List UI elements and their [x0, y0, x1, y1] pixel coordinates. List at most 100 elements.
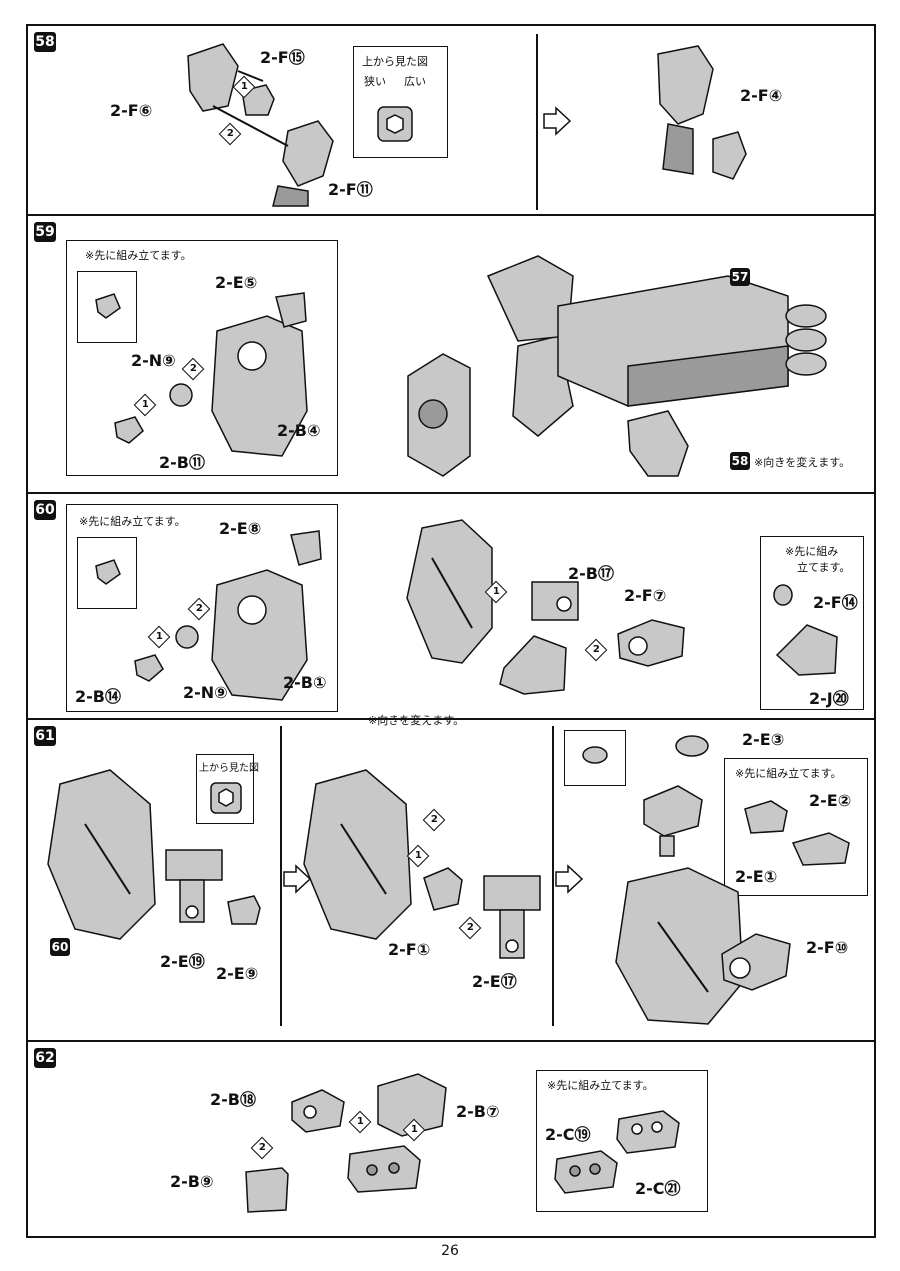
- frame-part: [377, 1073, 447, 1137]
- order-marker-2: 2: [181, 357, 205, 381]
- arm-part-result: [657, 45, 747, 180]
- block-part: [643, 785, 703, 857]
- leg-frame-part: [406, 519, 493, 664]
- sub-assembly-box: ※先に組み 立てます。 2-F⑭ 2-J⑳: [760, 536, 864, 710]
- step-number: 60: [34, 500, 56, 520]
- step-62: 62 1 1 2 2-B⑱ 2-B⑦ 2-B⑨ ※先に組み立てます。: [28, 1042, 874, 1236]
- instruction-sheet: 58 1 2 2-F⑮ 2-F⑥ 2-F⑪ 上から見た図 狭い 広い: [26, 24, 876, 1238]
- inset-title: 上から見た図: [362, 55, 428, 68]
- part-label: 2-N⑨: [131, 351, 176, 370]
- pre-assembly-note: ※先に組み立てます。: [735, 767, 842, 780]
- part-label: 2-E⑰: [472, 972, 517, 991]
- part-label: 2-B⑰: [568, 564, 614, 583]
- leg-assembly: [615, 867, 744, 1025]
- plate-part: [616, 1110, 680, 1154]
- ball-part: [175, 625, 199, 649]
- divider: [552, 726, 554, 1026]
- arm-part-assembly: [187, 43, 334, 207]
- part-label: 2-E③: [742, 730, 785, 749]
- wide-label: 広い: [404, 75, 426, 88]
- mount-part: [291, 1089, 345, 1133]
- top-view-inset: 上から見た図: [196, 754, 259, 824]
- small-cylinder-part: [773, 584, 793, 606]
- peg-part: [275, 292, 307, 328]
- shoulder-part: [211, 315, 308, 457]
- part-label: 2-B①: [283, 673, 327, 692]
- part-label: 2-E⑲: [160, 952, 205, 971]
- part-label: 2-F⑩: [806, 938, 849, 957]
- detail-inset: [77, 537, 137, 609]
- shoulder-part: [211, 569, 308, 701]
- part-label: 2-F①: [388, 940, 431, 959]
- part-label: 2-F⑥: [110, 101, 153, 120]
- leg-assembly: [303, 769, 412, 940]
- step-reference-57: 57: [730, 268, 750, 286]
- step-61: 61 60 2-E⑲ 2-E⑨ 上から見た図: [28, 720, 874, 1042]
- ball-part: [169, 383, 193, 407]
- step-reference-60: 60: [50, 938, 70, 956]
- order-marker-2: 2: [422, 808, 446, 832]
- next-arrow-icon: [283, 864, 312, 894]
- part-label: 2-B⑨: [170, 1172, 214, 1191]
- peg-part: [290, 530, 322, 566]
- joint-part: [423, 867, 463, 911]
- step-number: 58: [34, 32, 56, 52]
- bracket-part: [531, 581, 579, 621]
- pre-assembly-note: ※先に組み立てます。: [85, 249, 192, 262]
- plate-part: [347, 1145, 421, 1193]
- cap-part: [582, 746, 608, 764]
- part-label: 2-E⑧: [219, 519, 262, 538]
- part-label: 2-B⑭: [75, 687, 121, 706]
- plate-part: [554, 1150, 618, 1194]
- cap-part: [134, 654, 164, 682]
- leg-assembly: [47, 769, 156, 940]
- sub-assembly-box: ※先に組み立てます。 2-E② 2-E①: [724, 758, 868, 896]
- step-number: 62: [34, 1048, 56, 1068]
- part-label: 2-N⑨: [183, 683, 228, 702]
- part-label: 2-C㉑: [635, 1179, 681, 1198]
- small-part-icon: [95, 293, 121, 319]
- order-marker-1: 1: [133, 393, 157, 417]
- hinge-part: [483, 875, 541, 959]
- foot-part: [499, 635, 567, 695]
- divider: [536, 34, 538, 210]
- small-block-part: [241, 84, 275, 116]
- square-plate-part: [245, 1167, 289, 1213]
- part-label: 2-C⑲: [545, 1125, 591, 1144]
- cap-part: [675, 735, 709, 757]
- next-arrow-icon: [555, 864, 584, 894]
- detail-inset: [564, 730, 626, 786]
- sub-assembly-box: ※先に組み立てます。 1 2 2-E⑧ 2-B⑭ 2: [66, 504, 338, 712]
- step-58: 58 1 2 2-F⑮ 2-F⑥ 2-F⑪ 上から見た図 狭い 広い: [28, 26, 874, 216]
- order-marker-2: 2: [584, 638, 608, 662]
- joint-part: [617, 619, 685, 667]
- part-label: 2-B⑪: [159, 453, 205, 472]
- pre-assembly-note: ※先に組み立てます。: [79, 515, 186, 528]
- part-label: 2-F⑦: [624, 586, 667, 605]
- sub-assembly-box: ※先に組み立てます。 2-C⑲ 2-C㉑: [536, 1070, 708, 1212]
- order-marker-2: 2: [250, 1136, 274, 1160]
- hinge-part: [165, 849, 223, 923]
- small-part-icon: [95, 559, 121, 585]
- part-label: 2-F④: [740, 86, 783, 105]
- part-label: 2-E⑨: [216, 964, 259, 983]
- step-number: 59: [34, 222, 56, 242]
- part-label: 2-J⑳: [809, 689, 849, 708]
- part-label: 2-E②: [809, 791, 852, 810]
- divider: [280, 726, 282, 1026]
- step-reference-58: 58: [730, 452, 750, 470]
- orientation-note: ※向きを変えます。: [368, 714, 465, 727]
- pre-assembly-note: ※先に組み: [785, 545, 839, 558]
- inset-title: 上から見た図: [199, 763, 259, 774]
- step-59: 59 ※先に組み立てます。 1 2 2-E⑤: [28, 216, 874, 494]
- nut-part: [227, 895, 261, 925]
- top-view-inset: 上から見た図 狭い 広い: [353, 46, 448, 158]
- narrow-label: 狭い: [364, 75, 386, 88]
- part-label: 2-B⑦: [456, 1102, 500, 1121]
- step-60: 60 ※先に組み立てます。 1 2 2-E⑧: [28, 494, 874, 727]
- part-label: 2-E⑤: [215, 273, 258, 292]
- order-marker-1: 1: [147, 625, 171, 649]
- joint-part: [721, 933, 791, 991]
- part-label: 2-F⑮: [260, 48, 305, 67]
- part-label: 2-B⑱: [210, 1090, 256, 1109]
